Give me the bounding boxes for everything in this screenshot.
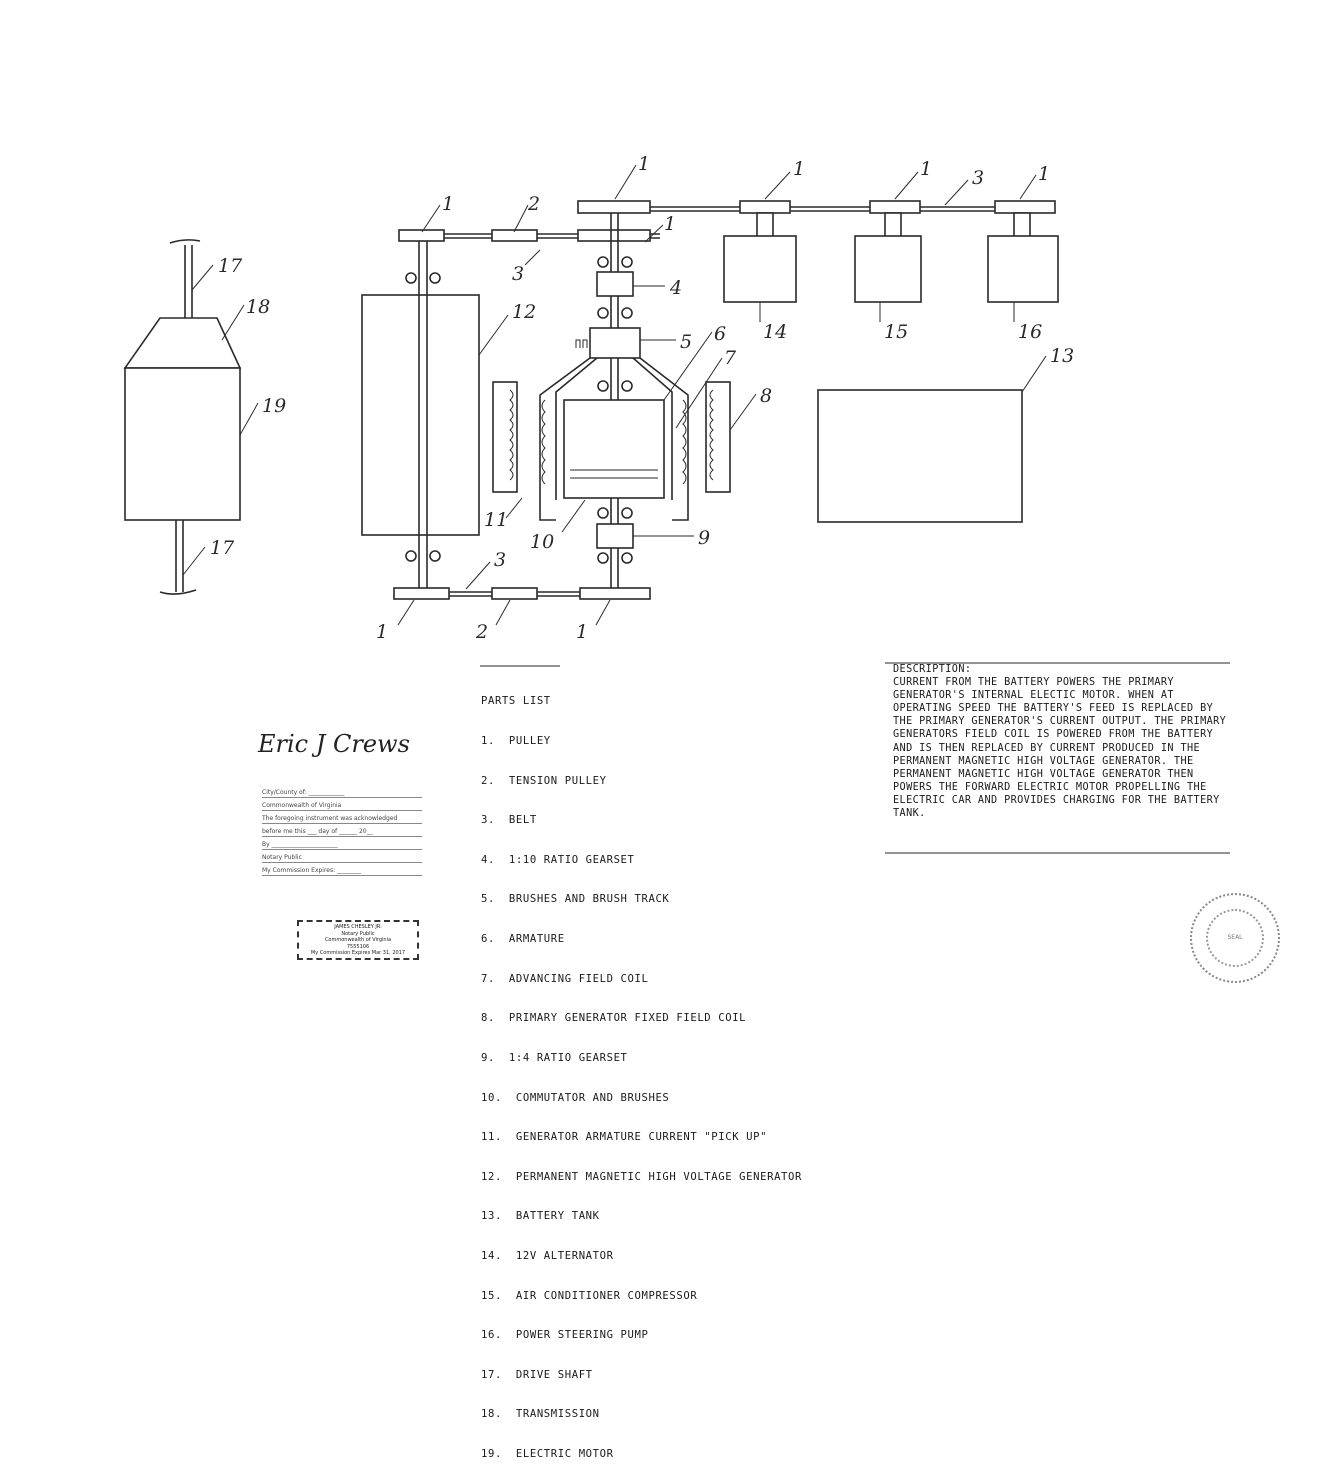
label-17-bottom: 17 xyxy=(210,537,235,559)
bottom-belt: 3 1 2 1 xyxy=(376,549,651,643)
transmission-shape xyxy=(123,317,242,369)
label-18: 18 xyxy=(246,296,270,318)
parts-list-item: 19. ELECTRIC MOTOR xyxy=(481,1447,614,1460)
parts-list-item: 14. 12V ALTERNATOR xyxy=(481,1249,614,1262)
notary-line: City/County of: ____________ xyxy=(262,788,422,798)
label-5: 5 xyxy=(680,331,692,353)
notary-seal: SEAL xyxy=(1190,893,1280,983)
label-3-b: 3 xyxy=(972,167,984,189)
label-10: 10 xyxy=(530,531,554,553)
label-19: 19 xyxy=(262,395,286,417)
pm-generator-shape xyxy=(361,294,480,536)
label-1-f: 1 xyxy=(1038,163,1050,185)
signature: Eric J Crews xyxy=(257,730,410,758)
parts-list-item: 12. PERMANENT MAGNETIC HIGH VOLTAGE GENE… xyxy=(481,1170,802,1183)
electric-motor-shape xyxy=(124,367,241,521)
parts-list-item: 2. TENSION PULLEY xyxy=(481,774,607,787)
label-7: 7 xyxy=(724,347,737,369)
label-6: 6 xyxy=(714,323,726,345)
parts-list-item: 18. TRANSMISSION xyxy=(481,1408,600,1421)
parts-list-item: 9. 1:4 RATIO GEARSET xyxy=(481,1051,628,1064)
parts-list-item: 5. BRUSHES AND BRUSH TRACK xyxy=(481,893,670,906)
parts-list-title: PARTS LIST xyxy=(481,695,551,708)
label-1-h: 1 xyxy=(576,621,588,643)
label-15: 15 xyxy=(884,321,908,343)
stamp-line: My Commission Expires Mar 31, 2017 xyxy=(310,950,406,957)
parts-list-item: 15. AIR CONDITIONER COMPRESSOR xyxy=(481,1289,698,1302)
notary-stamp: JAMES CHESLEY JR. Notary Public Commonwe… xyxy=(297,920,419,960)
alternator-shape xyxy=(723,235,797,303)
notary-line: By ______________________ xyxy=(262,840,422,850)
parts-list-item: 17. DRIVE SHAFT xyxy=(481,1368,593,1381)
label-11: 11 xyxy=(484,509,508,531)
parts-list-item: 4. 1:10 RATIO GEARSET xyxy=(481,853,635,866)
notary-block: City/County of: ____________ Commonwealt… xyxy=(262,788,422,879)
gearset-1-10 xyxy=(596,271,634,297)
label-3-c: 3 xyxy=(494,549,506,571)
label-1-a: 1 xyxy=(442,193,454,215)
label-2-b: 2 xyxy=(475,621,488,643)
gearset-1-4 xyxy=(596,523,634,549)
accessories: 14 15 16 xyxy=(723,212,1059,343)
electric-motor-assembly: 17 18 19 17 xyxy=(123,239,286,595)
battery-tank-assembly: 13 xyxy=(817,345,1074,523)
pm-generator-assembly: 12 xyxy=(361,240,536,595)
label-12: 12 xyxy=(512,301,536,323)
parts-list-item: 11. GENERATOR ARMATURE CURRENT "PICK UP" xyxy=(481,1131,768,1144)
label-3-a: 3 xyxy=(512,263,524,285)
description-title: DESCRIPTION: xyxy=(893,664,972,675)
stamp-line: 7555106 xyxy=(346,943,370,950)
label-9: 9 xyxy=(698,527,710,549)
notary-line: Commonwealth of Virginia xyxy=(262,801,422,811)
seal-center: SEAL xyxy=(1206,909,1264,967)
label-13: 13 xyxy=(1050,345,1074,367)
label-1-g: 1 xyxy=(376,621,388,643)
label-16: 16 xyxy=(1018,321,1042,343)
stamp-line: JAMES CHESLEY JR. xyxy=(334,924,382,930)
description-block: DESCRIPTION: CURRENT FROM THE BATTERY PO… xyxy=(893,663,1233,820)
steering-pump-shape xyxy=(987,235,1059,303)
label-17-top: 17 xyxy=(218,255,243,277)
parts-list-item: 8. PRIMARY GENERATOR FIXED FIELD COIL xyxy=(481,1012,747,1025)
parts-list: PARTS LIST 1. PULLEY 2. TENSION PULLEY 3… xyxy=(481,669,802,1474)
parts-list-item: 1. PULLEY xyxy=(481,735,551,748)
description-text: CURRENT FROM THE BATTERY POWERS THE PRIM… xyxy=(893,677,1227,820)
label-4: 4 xyxy=(669,277,682,299)
stamp-line: Notary Public xyxy=(341,930,375,937)
parts-list-item: 6. ARMATURE xyxy=(481,933,565,946)
notary-line: before me this ___ day of ______ 20__ xyxy=(262,827,422,837)
primary-generator: 4 5 6 7 8 11 10 xyxy=(484,213,772,595)
parts-list-item: 7. ADVANCING FIELD COIL xyxy=(481,972,649,985)
parts-list-item: 13. BATTERY TANK xyxy=(481,1210,600,1223)
label-1-b: 1 xyxy=(638,153,650,175)
label-1-e: 1 xyxy=(920,158,932,180)
parts-list-item: 16. POWER STEERING PUMP xyxy=(481,1329,649,1342)
parts-list-item: 3. BELT xyxy=(481,814,537,827)
notary-line: My Commission Expires: ________ xyxy=(262,866,422,876)
stamp-line: Commonwealth of Virginia xyxy=(324,937,392,944)
label-2-a: 2 xyxy=(527,193,540,215)
armature-shape xyxy=(563,399,665,499)
notary-line: The foregoing instrument was acknowledge… xyxy=(262,814,422,824)
label-1-d: 1 xyxy=(793,158,805,180)
ac-compressor-shape xyxy=(854,235,922,303)
label-1-c: 1 xyxy=(664,213,676,235)
parts-list-item: 10. COMMUTATOR AND BRUSHES xyxy=(481,1091,670,1104)
battery-tank-shape xyxy=(817,389,1023,523)
generator-diagram: 17 18 19 17 12 1 2 1 3 1 xyxy=(123,153,1230,854)
label-8: 8 xyxy=(760,385,772,407)
label-14: 14 xyxy=(763,321,787,343)
notary-line: Notary Public xyxy=(262,853,422,863)
top-belt: 1 2 1 3 1 1 1 3 1 xyxy=(398,153,1056,285)
brush-track xyxy=(589,327,641,359)
